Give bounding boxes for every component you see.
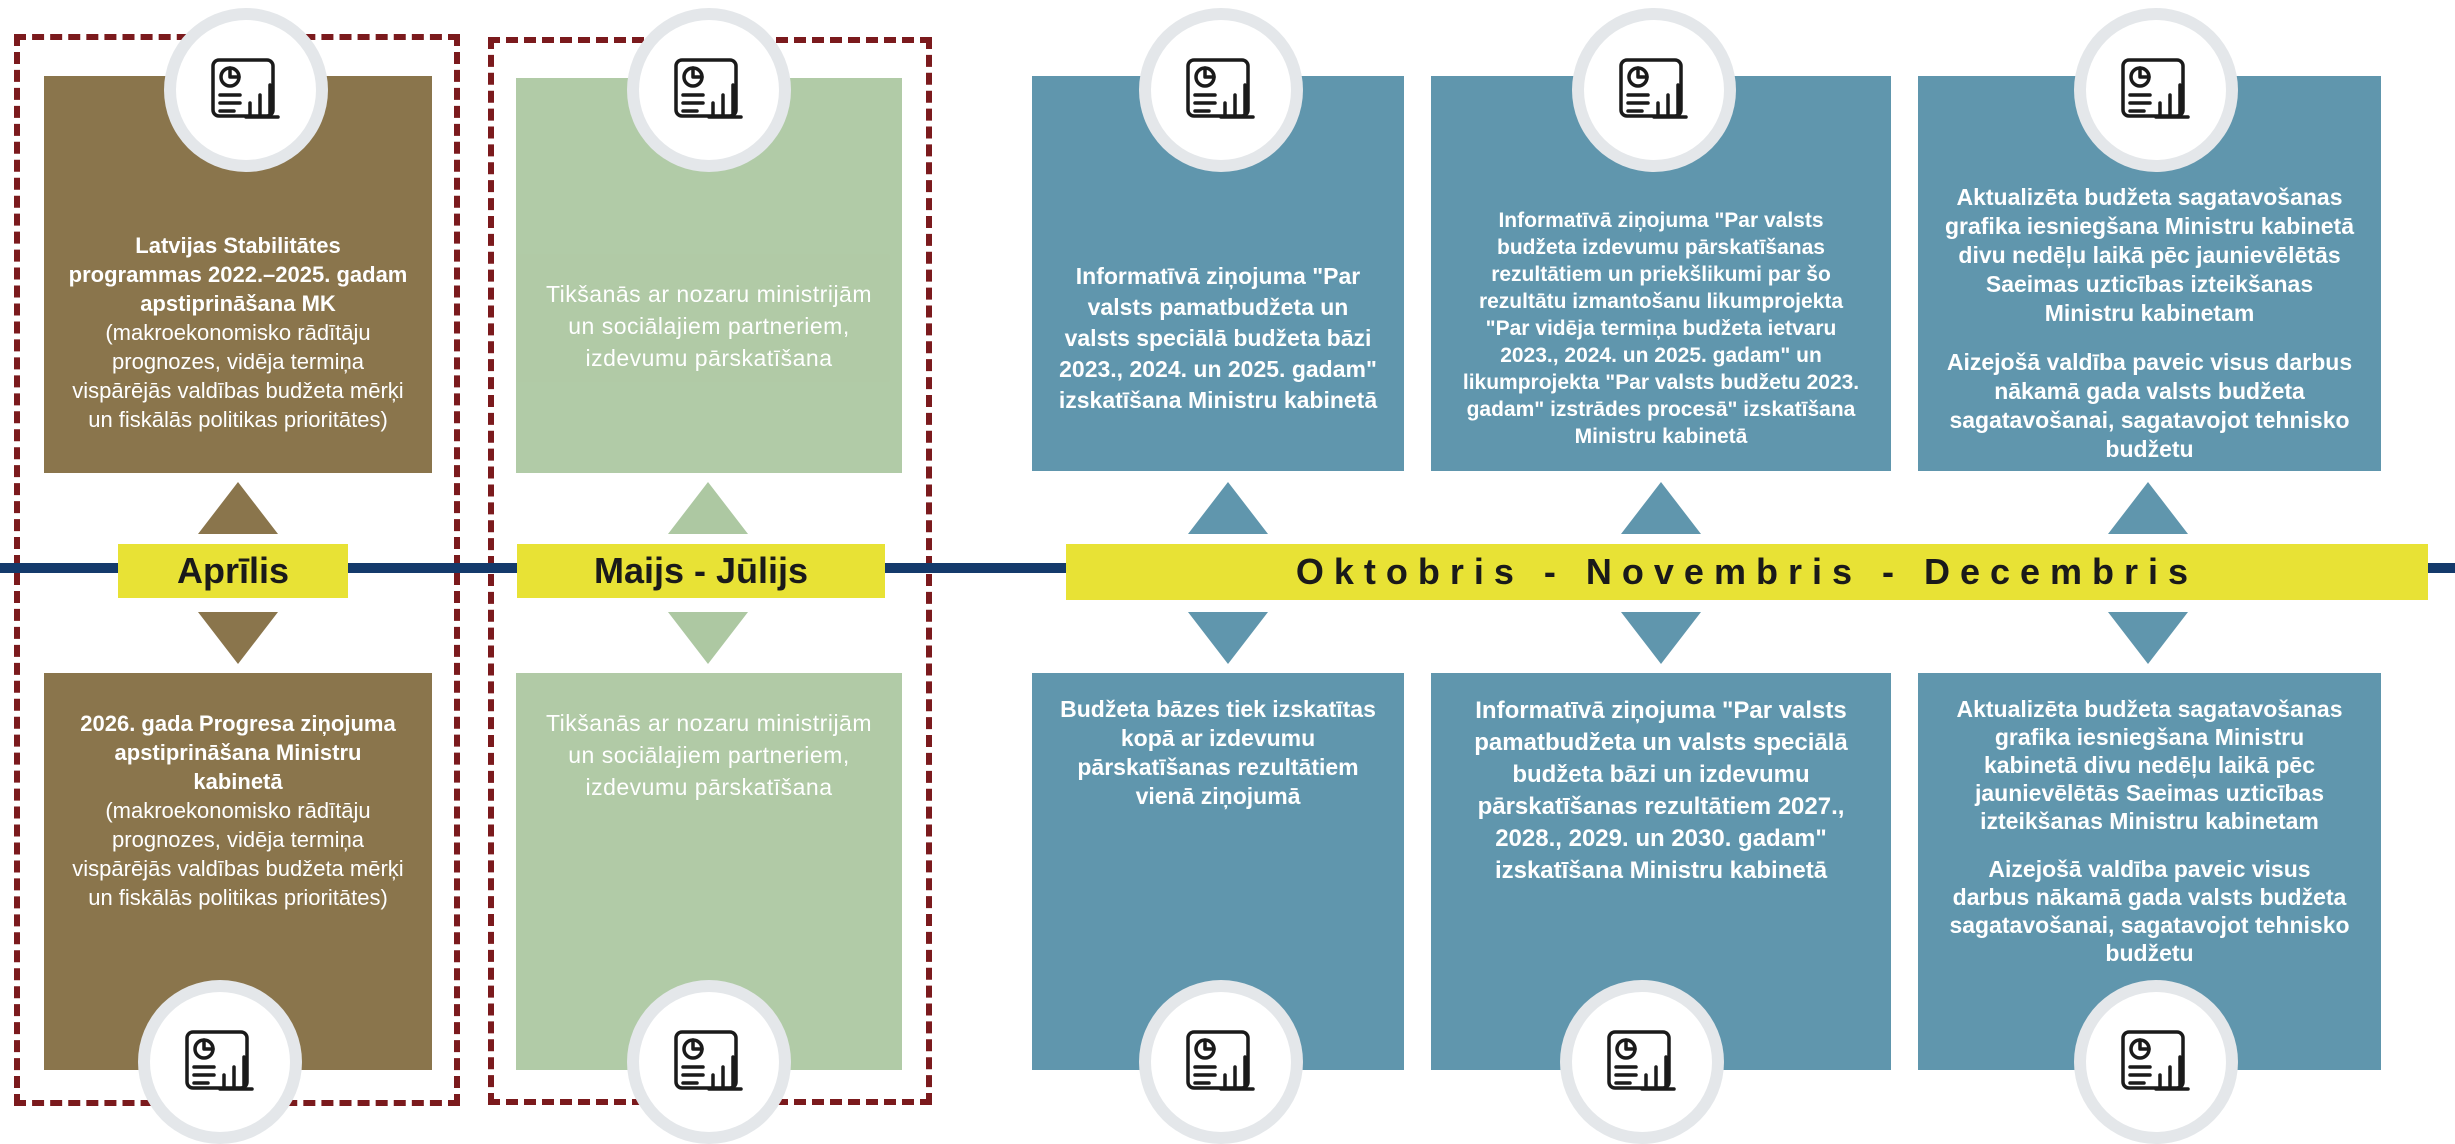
report-chart-icon: [673, 1029, 745, 1095]
teal3-arrow-up: [2108, 482, 2188, 534]
may-top-text: Tikšanās ar nozaru ministrijām un sociāl…: [545, 280, 873, 371]
april-arrow-down: [198, 612, 278, 664]
report-chart-icon: [184, 1029, 256, 1095]
teal2-bottom-text: Informatīvā ziņojuma "Par valsts pamatbu…: [1474, 697, 1848, 884]
teal2-bottom-icon-badge: [1560, 980, 1724, 1144]
may-arrow-down: [668, 612, 748, 664]
april-top-title: Latvijas Stabilitātes programmas 2022.–2…: [68, 232, 408, 316]
teal1-arrow-down: [1188, 612, 1268, 664]
may-top-icon-badge: [627, 8, 791, 172]
teal3-top-icon-badge: [2074, 8, 2238, 172]
april-top-icon-badge: [164, 8, 328, 172]
teal3-top-p1: Aktualizēta budžeta sagatavošanas grafik…: [1944, 184, 2355, 326]
teal3-bottom-icon-badge: [2074, 980, 2238, 1144]
april-arrow-up: [198, 482, 278, 534]
teal1-top-card: Informatīvā ziņojuma "Par valsts pamatbu…: [1032, 76, 1404, 471]
april-top-detail: (makroekonomisko rādītāju prognozes, vid…: [72, 319, 404, 432]
report-chart-icon: [2120, 57, 2192, 123]
report-chart-icon: [673, 57, 745, 123]
may-bottom-icon-badge: [627, 980, 791, 1144]
teal1-bottom-icon-badge: [1139, 980, 1303, 1144]
report-chart-icon: [2120, 1029, 2192, 1095]
teal1-top-icon-badge: [1139, 8, 1303, 172]
teal1-bottom-text: Budžeta bāzes tiek izskatītas kopā ar iz…: [1060, 696, 1376, 809]
may-arrow-up: [668, 482, 748, 534]
teal2-arrow-down: [1621, 612, 1701, 664]
teal3-bottom-p1: Aktualizēta budžeta sagatavošanas grafik…: [1956, 696, 2343, 834]
report-chart-icon: [210, 57, 282, 123]
teal1-arrow-up: [1188, 482, 1268, 534]
report-chart-icon: [1185, 57, 1257, 123]
may-july-label: Maijs - Jūlijs: [517, 544, 885, 598]
oct-dec-label: Oktobris - Novembris - Decembris: [1066, 544, 2428, 600]
teal3-top-p2: Aizejošā valdība paveic visus darbus nāk…: [1946, 349, 2353, 462]
teal3-bottom-p2: Aizejošā valdība paveic visus darbus nāk…: [1949, 856, 2350, 966]
april-bottom-icon-badge: [138, 980, 302, 1144]
teal2-top-icon-badge: [1572, 8, 1736, 172]
teal3-arrow-down: [2108, 612, 2188, 664]
report-chart-icon: [1618, 57, 1690, 123]
teal2-arrow-up: [1621, 482, 1701, 534]
report-chart-icon: [1606, 1029, 1678, 1095]
april-label: Aprīlis: [118, 544, 348, 598]
may-bottom-text: Tikšanās ar nozaru ministrijām un sociāl…: [545, 710, 873, 800]
april-bottom-detail: (makroekonomisko rādītāju prognozes, vid…: [72, 798, 404, 910]
report-chart-icon: [1185, 1029, 1257, 1095]
april-bottom-title: 2026. gada Progresa ziņojuma apstiprināš…: [80, 711, 396, 794]
teal2-top-card: Informatīvā ziņojuma "Par valsts budžeta…: [1431, 76, 1891, 471]
teal2-bottom-card: Informatīvā ziņojuma "Par valsts pamatbu…: [1431, 673, 1891, 1070]
teal2-top-text: Informatīvā ziņojuma "Par valsts budžeta…: [1462, 209, 1860, 448]
teal1-top-text: Informatīvā ziņojuma "Par valsts pamatbu…: [1058, 263, 1378, 413]
